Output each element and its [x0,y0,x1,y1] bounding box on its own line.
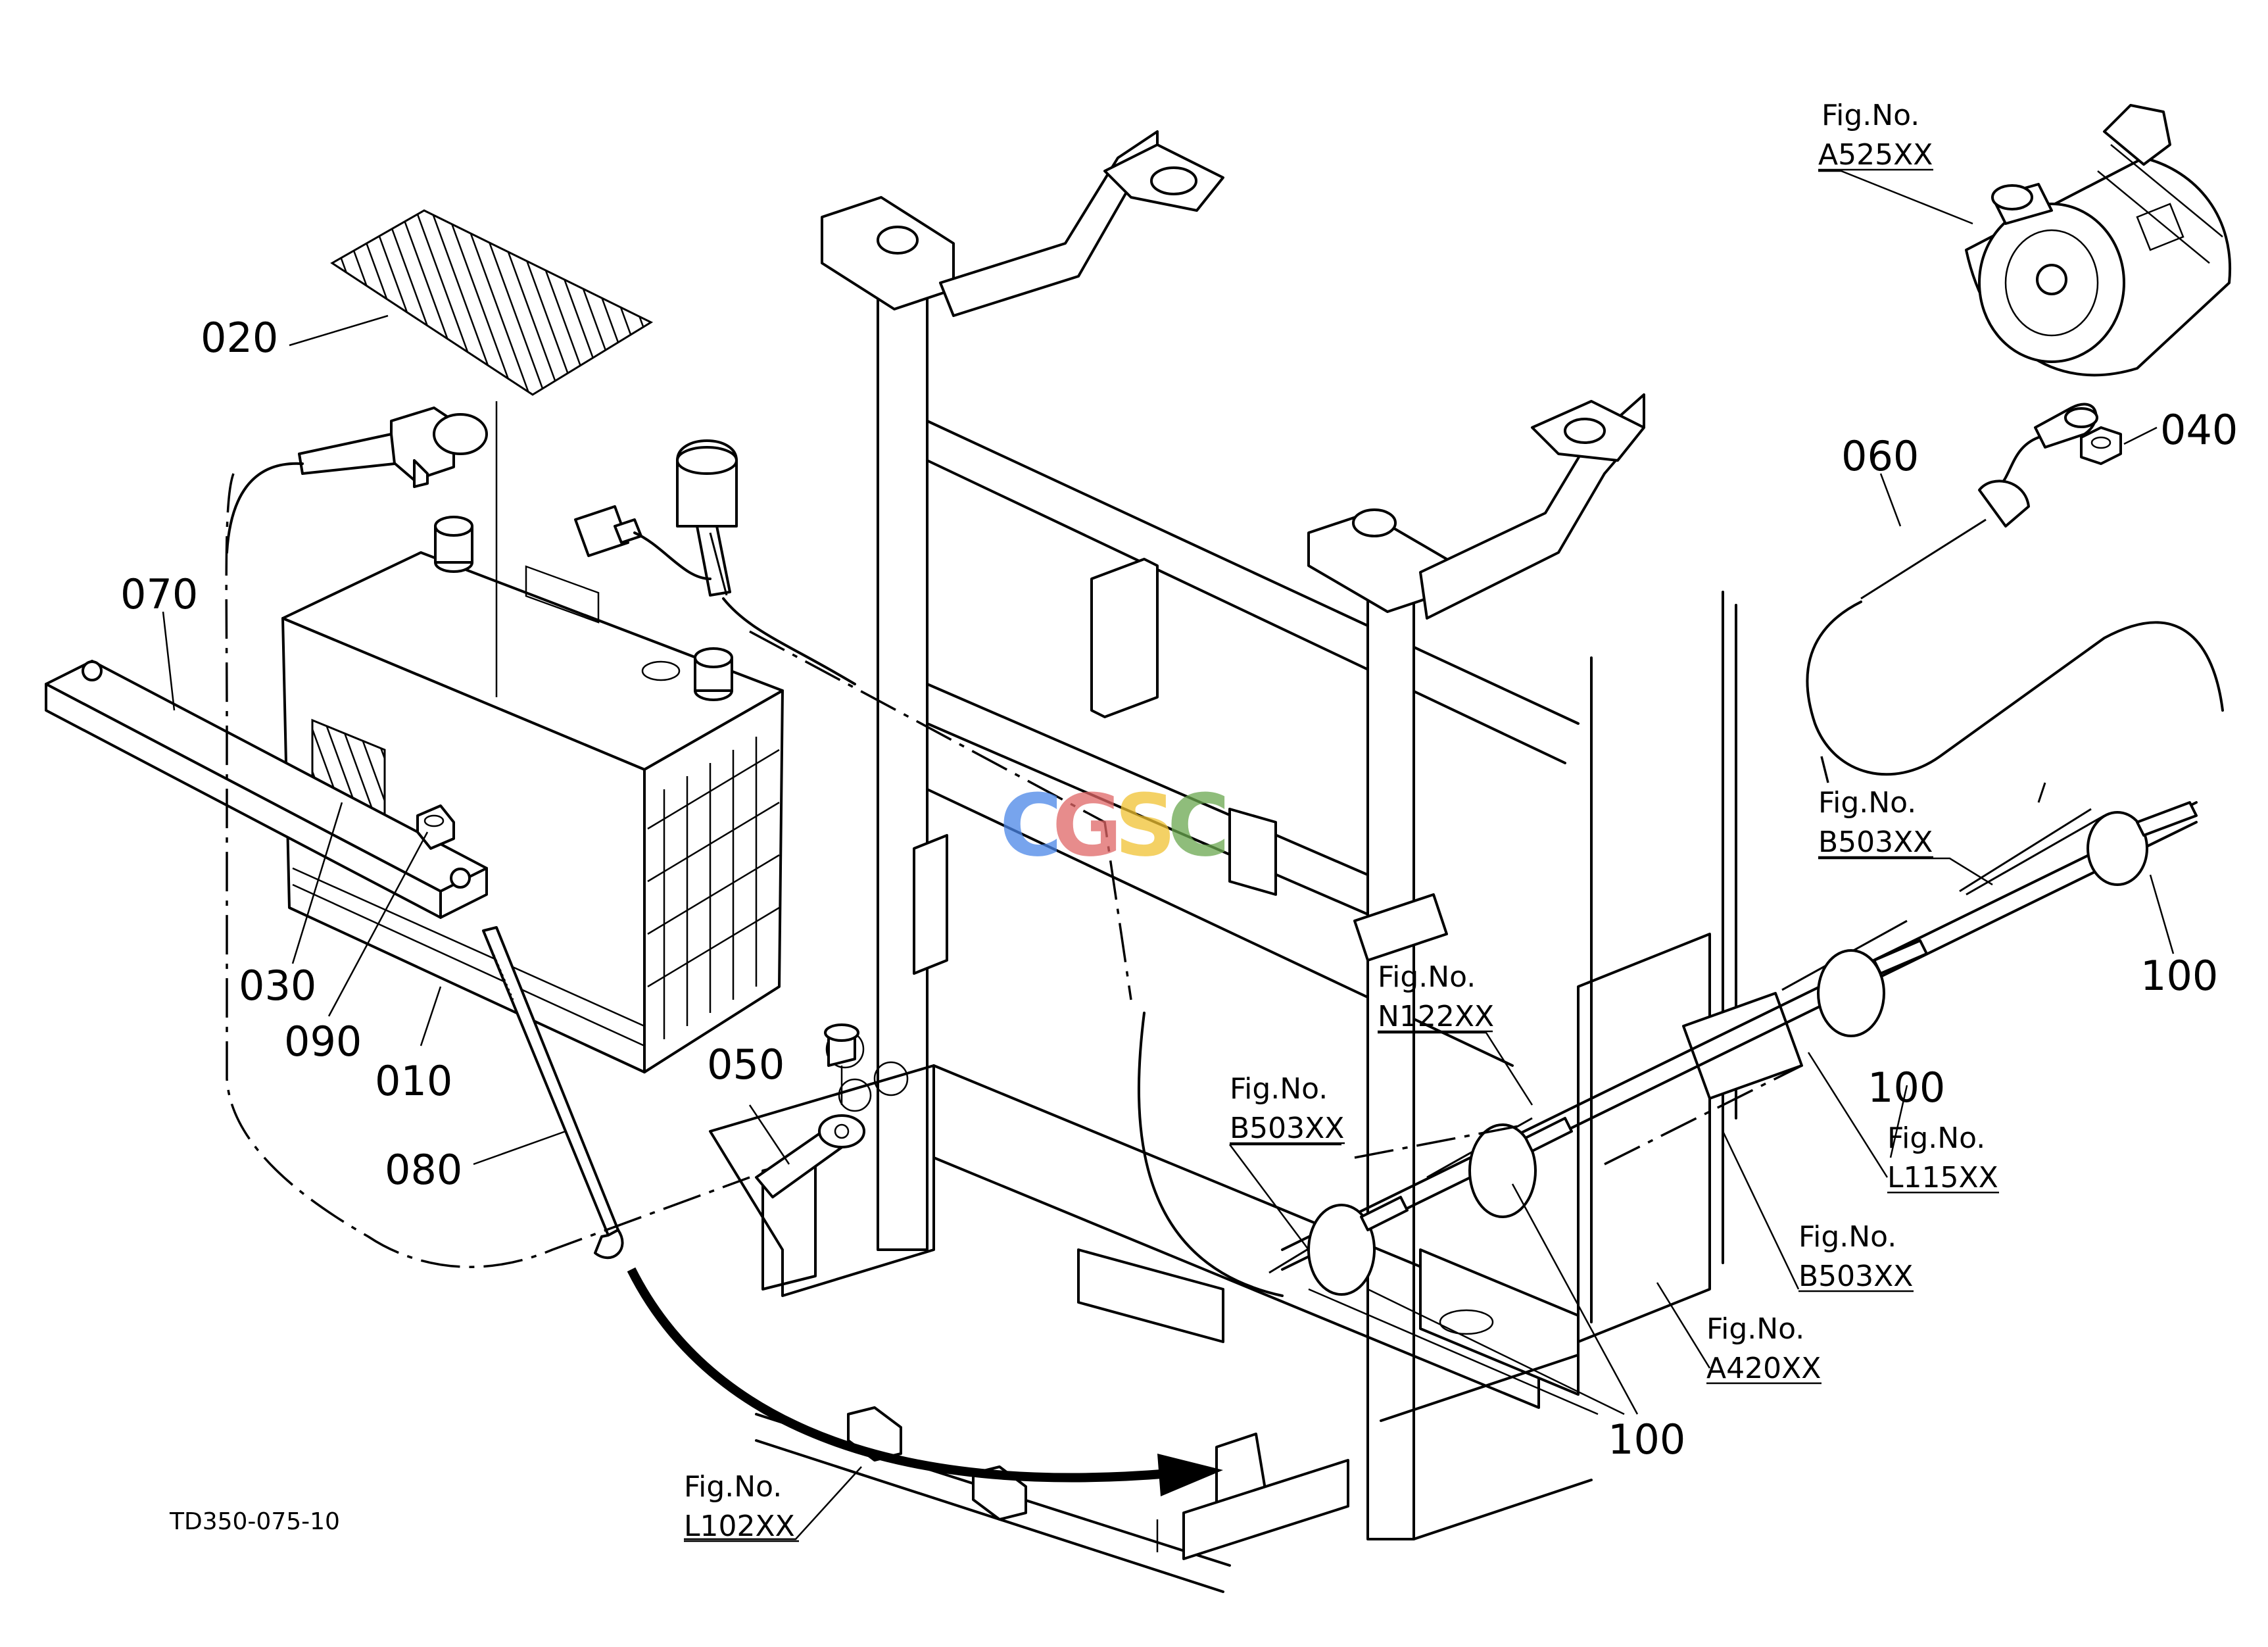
fig-ref-a525-label: Fig.No. [1822,99,1919,132]
chassis-frame [709,130,1803,1593]
part-number-labels: 010 020 030 040 050 060 070 080 090 100 … [120,314,2238,1463]
hold-down-rod [482,926,624,1260]
part-label-100: 100 [1868,1064,1945,1112]
part-label-080: 080 [385,1146,462,1194]
fig-ref-b503-right-label: Fig.No. [1798,1220,1896,1254]
starter-cable [1806,403,2224,776]
watermark-letter: G [1052,775,1122,875]
part-label-050: 050 [707,1041,784,1089]
fig-ref-n122-label: Fig.No. [1378,960,1476,994]
watermark-letter: C [1167,775,1230,875]
arrow-head-icon [1157,1454,1223,1496]
fig-ref-l102-label: Fig.No. [684,1470,782,1504]
fig-ref-b503-right-code: B503XX [1798,1260,1913,1293]
assembly-arrow [627,1267,1171,1483]
battery [281,516,784,1073]
part-label-060: 060 [1841,432,1919,480]
drawing-code: TD350-075-10 [169,1508,340,1535]
part-label-040: 040 [2160,406,2238,454]
leader-lines [162,170,2175,1540]
figure-references: Fig.No. A525XX Fig.No. B503XX Fig.No. N1… [684,99,1999,1543]
harness-clamp [1468,1117,1573,1218]
part-label-010: 010 [375,1057,452,1105]
starter-motor [1965,104,2232,377]
fig-ref-l115-label: Fig.No. [1887,1121,1985,1155]
harness-clamp [1817,939,1928,1037]
fig-ref-n122-code: N122XX [1378,1000,1494,1033]
negative-cable [755,1023,865,1198]
routing-line-harness [1354,1064,1802,1166]
fig-ref-b503-top-code: B503XX [1818,825,1933,859]
routing-line-starter [1820,756,1829,783]
routing-line-terminal [749,630,1132,1000]
fig-ref-a525-code: A525XX [1818,138,1933,172]
fig-ref-a420-code: A420XX [1706,1352,1821,1385]
part-label-030: 030 [239,962,316,1010]
part-label-070: 070 [120,570,198,618]
starter-nut [2080,426,2122,465]
part-label-100: 100 [1608,1415,1685,1463]
insulator-sheet [330,209,654,396]
fig-ref-b503-top-label: Fig.No. [1818,786,1916,820]
harness-clamp [1307,1196,1409,1296]
part-label-090: 090 [284,1018,362,1066]
terminal-boot [574,439,856,685]
harness-clamp [2087,801,2198,886]
hold-down-nut [416,804,455,850]
fig-ref-a420-label: Fig.No. [1706,1312,1804,1346]
routing-line-positive [225,473,750,1268]
fig-ref-l102-code: L102XX [684,1510,795,1543]
cgsc-watermark: C G S C [1000,775,1230,875]
positive-cable [226,406,488,554]
fig-ref-b503-mid-label: Fig.No. [1230,1072,1328,1106]
part-label-100: 100 [2140,952,2218,1000]
wiring-harness [1137,782,2198,1297]
battery-hold-down-bar [45,660,488,919]
watermark-letter: C [1000,775,1062,875]
watermark-letter: S [1115,775,1176,875]
fig-ref-b503-mid-code: B503XX [1230,1112,1344,1145]
fig-ref-l115-code: L115XX [1887,1161,1998,1194]
part-label-020: 020 [201,314,278,362]
